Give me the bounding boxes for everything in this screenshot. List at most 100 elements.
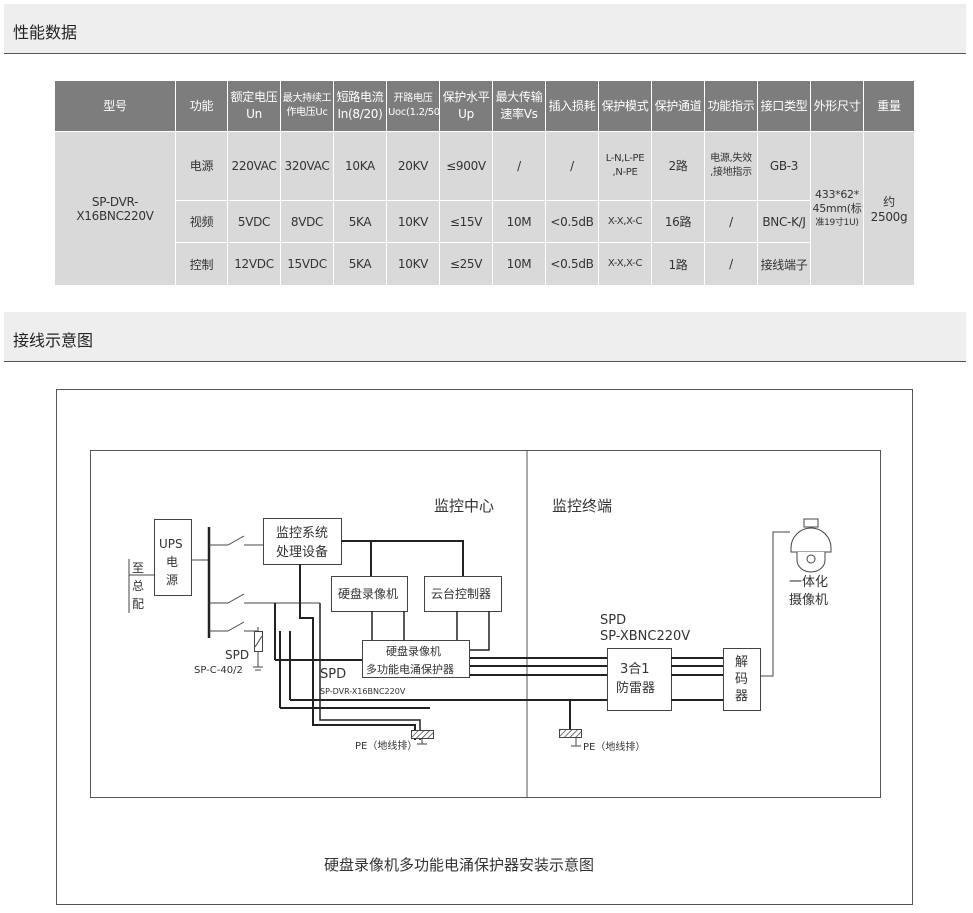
section-title-wiring: 接线示意图 (13, 331, 94, 350)
switch-top (209, 535, 263, 546)
header-max-operating-voltage: 最大持续工作电压Uc (280, 80, 334, 132)
cell-uoc: 10KV (386, 199, 440, 244)
spd-power-model: SP-C-40/2 (194, 665, 243, 676)
signal-trunk-lines (274, 603, 607, 709)
cell-channels: 16路 (651, 199, 705, 244)
cell-in: 5KA (333, 199, 387, 244)
cell-function: 电源 (175, 131, 228, 201)
cell-mode: X-X,X-C (598, 242, 652, 286)
pe-label-left: PE（地线排） (355, 739, 417, 752)
camera-label: 一体化 摄像机 (789, 575, 828, 608)
svg-text:码: 码 (735, 672, 748, 687)
svg-text:总: 总 (132, 579, 144, 593)
svg-text:3合1: 3合1 (620, 662, 650, 677)
decoder-box (723, 648, 761, 711)
spd-terminal-label: SPD (600, 613, 626, 628)
cell-interface: BNC-K/J (757, 199, 811, 244)
spd-main-label: SPD (320, 667, 346, 682)
switch-middle (209, 593, 320, 604)
ptz-controller-box (424, 576, 502, 612)
cell-function: 控制 (175, 242, 228, 286)
header-insertion-loss: 插入损耗 (545, 80, 599, 132)
svg-text:电: 电 (166, 555, 178, 569)
pe-bar-right (559, 729, 582, 738)
svg-text:硬盘录像机: 硬盘录像机 (386, 644, 441, 658)
cell-vs: / (492, 131, 546, 201)
svg-text:监控系统: 监控系统 (276, 526, 328, 541)
decoder-label: 解 码 器 (735, 655, 748, 704)
svg-text:防雷器: 防雷器 (616, 680, 655, 696)
cell-mode: L-N,L-PE,N-PE (598, 131, 652, 201)
svg-text:UPS: UPS (159, 537, 183, 551)
three-in-one-box (607, 648, 672, 711)
monitor-system-label: 监控系统 处理设备 (276, 526, 328, 560)
header-protection-mode: 保护模式 (598, 80, 652, 132)
cell-function: 视频 (175, 199, 228, 244)
section-title-performance: 性能数据 (13, 23, 78, 42)
cell-uoc: 20KV (386, 131, 440, 201)
dvr-label: 硬盘录像机 (338, 586, 398, 601)
table-row: SP-DVR-X16BNC220V 电源 220VAC 320VAC 10KA … (54, 131, 915, 286)
cell-uc: 320VAC (280, 131, 334, 201)
header-weight: 重量 (863, 80, 915, 132)
monitor-system-box (263, 518, 342, 565)
decoder-links (569, 657, 723, 730)
header-model: 型号 (54, 80, 176, 132)
cell-in: 10KA (333, 131, 387, 201)
pe-bar-left (411, 730, 434, 739)
cell-weight: 约2500g (863, 131, 915, 286)
cell-up: ≤15V (439, 199, 493, 244)
svg-text:处理设备: 处理设备 (276, 544, 328, 560)
header-interface-type: 接口类型 (757, 80, 811, 132)
dome-camera-icon (790, 518, 832, 573)
spd-power-label: SPD (225, 648, 249, 662)
cell-dimensions: 433*62*45mm(标准19寸1U) (810, 131, 864, 286)
svg-text:至: 至 (132, 561, 144, 575)
zone-label-monitor-terminal: 监控终端 (552, 497, 612, 515)
camera-link (760, 531, 790, 677)
spd-main-model: SP-DVR-X16BNC220V (320, 687, 406, 696)
cell-channels: 2路 (651, 131, 705, 201)
svg-text:配: 配 (132, 597, 144, 611)
svg-text:器: 器 (735, 689, 748, 704)
ups-box (154, 519, 192, 596)
monitor-system-connections (299, 540, 464, 740)
cell-up: ≤25V (439, 242, 493, 286)
protector-box (362, 640, 470, 678)
diagram-inner-frame (90, 450, 881, 798)
svg-text:解: 解 (735, 655, 748, 670)
cell-uc: 15VDC (280, 242, 334, 286)
cell-in: 5KA (333, 242, 387, 286)
cell-up: ≤900V (439, 131, 493, 201)
ptz-controller-label: 云台控制器 (431, 586, 491, 601)
cell-loss: <0.5dB (545, 199, 599, 244)
svg-text:摄像机: 摄像机 (789, 593, 828, 608)
cell-un: 12VDC (227, 242, 281, 286)
ups-label: UPS 电 源 (159, 537, 183, 587)
svg-text:源: 源 (166, 573, 178, 587)
cell-indicator: 电源,失效,接地指示 (704, 131, 758, 201)
cell-un: 5VDC (227, 199, 281, 244)
cell-vs: 10M (492, 199, 546, 244)
cell-mode: X-X,X-C (598, 199, 652, 244)
table-row: 视频 5VDC 8VDC 5KA 10KV ≤15V 10M <0.5dB X-… (55, 199, 915, 244)
svg-text:多功能电涌保护器: 多功能电涌保护器 (366, 662, 454, 676)
diagram-outer-frame (56, 389, 913, 905)
svg-text:一体化: 一体化 (789, 575, 828, 590)
section-header-wiring: 接线示意图 (4, 312, 966, 362)
three-in-one-label: 3合1 防雷器 (616, 662, 655, 696)
cell-model: SP-DVR-X16BNC220V (54, 131, 176, 286)
cell-interface: 接线端子 (757, 242, 811, 286)
switch-bottom (209, 621, 258, 632)
mains-label: 至 总 配 (132, 561, 144, 611)
cell-uc: 8VDC (280, 199, 334, 244)
cell-channels: 1路 (651, 242, 705, 286)
header-dimensions: 外形尺寸 (810, 80, 864, 132)
